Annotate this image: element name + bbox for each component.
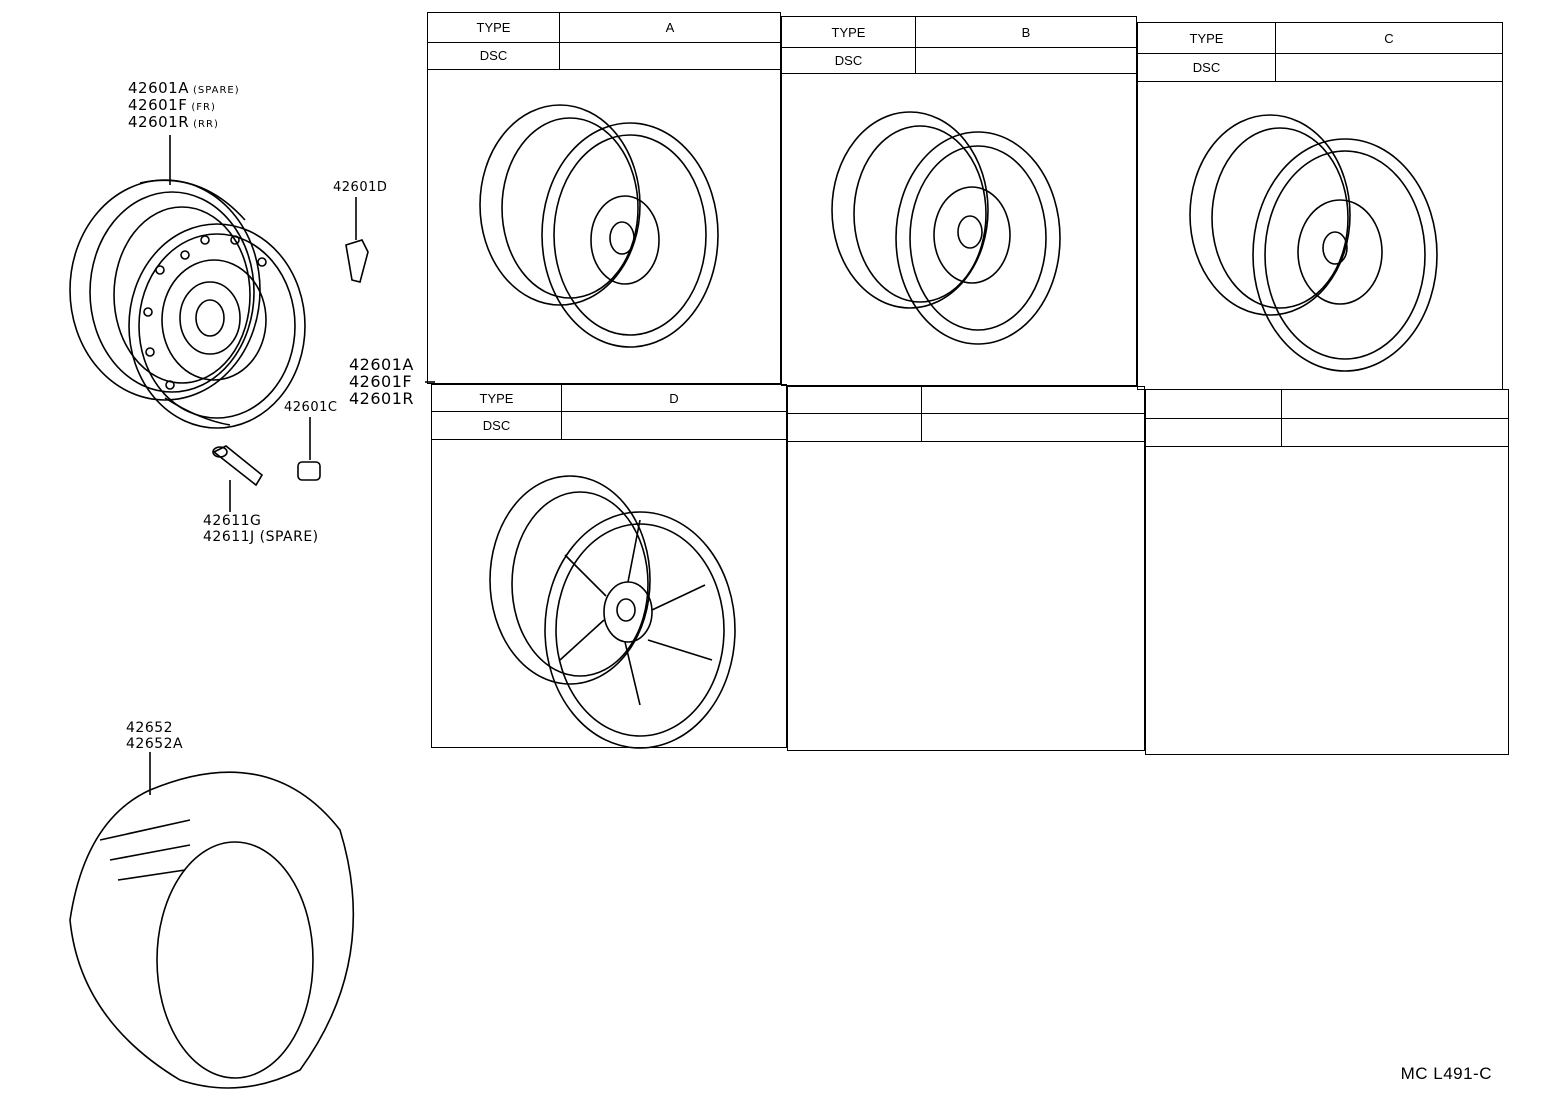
part-number-label: 42652 <box>126 720 174 736</box>
wheel-type-panel-d: TYPE D DSC <box>431 384 787 748</box>
weight-d-drawing <box>345 197 369 283</box>
part-number-label: 42601R <box>349 389 415 408</box>
dsc-value <box>916 47 1136 73</box>
type-label: TYPE <box>428 13 560 42</box>
dsc-value <box>922 413 1144 441</box>
wheel-c-drawing <box>1189 114 1438 372</box>
type-value: B <box>1021 24 1031 40</box>
part-number-label: 42601A(SPARE) <box>128 79 240 97</box>
dsc-value <box>1276 53 1502 81</box>
wheel-main-drawing <box>69 135 306 429</box>
type-label <box>788 387 922 413</box>
type-label: TYPE <box>432 385 562 411</box>
part-number-label: 42611J (SPARE) <box>203 529 319 545</box>
part-number-label: 42601D <box>333 180 388 195</box>
weight-c-drawing <box>297 417 321 481</box>
dsc-label <box>1146 418 1282 446</box>
type-label: TYPE <box>1138 23 1276 53</box>
dsc-label: DSC <box>432 411 562 439</box>
type-value <box>922 387 1144 413</box>
type-value: C <box>1384 30 1394 46</box>
drawing-code: MC L491-C <box>1400 1064 1492 1083</box>
wheel-type-panel-empty-1 <box>787 386 1145 751</box>
part-number-label: 42601C <box>284 400 338 415</box>
type-label: TYPE <box>782 17 916 47</box>
part-number-label: 42601F(FR) <box>128 96 216 114</box>
wheel-a-drawing <box>479 104 719 348</box>
part-number-label: 42601F <box>349 372 413 391</box>
dsc-label: DSC <box>1138 53 1276 81</box>
wheel-type-panel-a: TYPE A DSC <box>427 12 781 384</box>
type-label <box>1146 390 1282 418</box>
wheel-type-panel-b: TYPE B DSC <box>781 16 1137 386</box>
wheel-type-panel-c: TYPE C DSC <box>1137 22 1503 390</box>
wheel-type-panel-empty-2 <box>1145 389 1509 755</box>
dsc-label <box>788 413 922 441</box>
dsc-label: DSC <box>428 42 560 69</box>
type-value <box>1282 390 1508 418</box>
part-number-label: 42611G <box>203 513 262 529</box>
dsc-value <box>562 411 786 439</box>
dsc-value <box>560 42 780 69</box>
dsc-value <box>1282 418 1508 446</box>
valve-drawing <box>212 445 264 512</box>
part-number-label: 42601R(RR) <box>128 113 219 131</box>
dsc-label: DSC <box>782 47 916 73</box>
part-number-label: 42652A <box>126 736 184 752</box>
type-value: D <box>669 390 679 406</box>
tire-drawing <box>69 752 355 1089</box>
part-number-label: 42601A <box>349 355 414 374</box>
type-value: A <box>665 20 675 35</box>
wheel-d-drawing <box>489 475 736 749</box>
wheel-b-drawing <box>831 111 1061 345</box>
